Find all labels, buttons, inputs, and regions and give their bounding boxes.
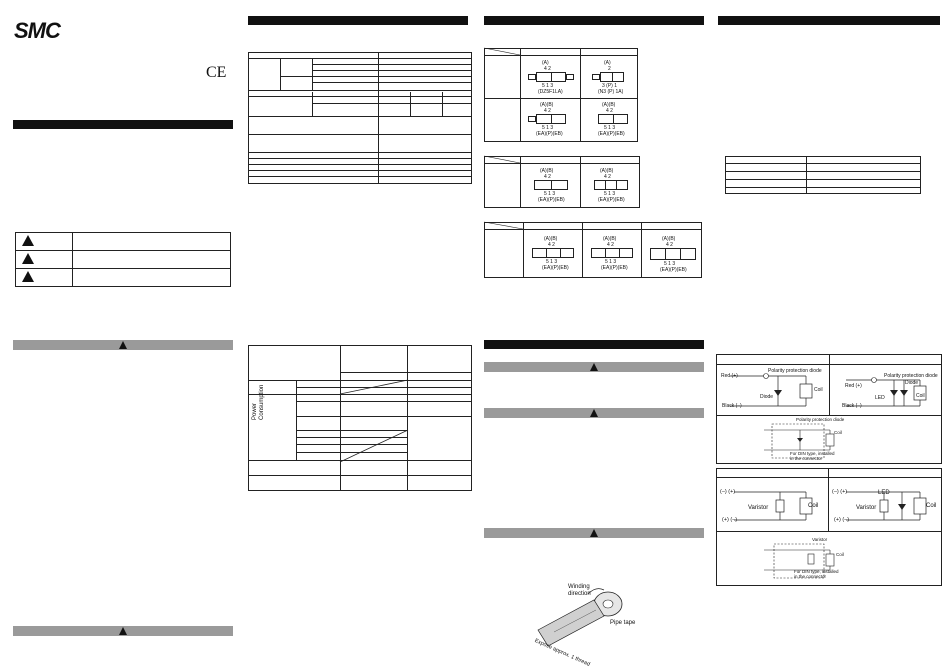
polarity-diode-label-2: Polarity protection diode (884, 373, 938, 379)
symbol-table-2 (484, 156, 640, 208)
specifications-header-bar (248, 16, 468, 25)
din-note-dc: For DIN type, installed in the connector (790, 451, 835, 461)
caution-icon (590, 409, 598, 417)
valve-symbol-f: (A)(B) 4 2 5 1 3 (EA)(P)(EB) (588, 168, 634, 204)
valve-symbol-e: (A)(B) 4 2 5 1 3 (EA)(P)(EB) (528, 168, 574, 204)
ac-circuit-din (764, 543, 835, 579)
ac-circuit-box (716, 468, 942, 586)
valve-symbol-i: (A)(B) 4 2 5 1 3 (EA)(P)(EB) (646, 236, 700, 274)
color-table (725, 156, 921, 194)
spec-table (248, 52, 472, 184)
dc-circuit-din (764, 423, 835, 459)
led-label: LED (875, 395, 885, 401)
warning-icon (590, 529, 598, 537)
winding-direction-label: Winding direction (568, 584, 591, 597)
caution-icon (22, 271, 34, 282)
red-plus-label-2: Red (+) (845, 383, 862, 389)
danger-icon (22, 235, 34, 246)
installation-header-bar (484, 340, 704, 349)
pneumatic-symbols-header-bar (484, 16, 704, 25)
coil-label-3: Coil (834, 430, 842, 435)
pipe-tape-label: Pipe tape (610, 620, 636, 626)
dc-circuit-1 (730, 373, 813, 407)
polarity-diode-label-3: Polarity protection diode (796, 417, 845, 422)
valve-symbol-b: (A) 2 3 (P) 1 (N3 (P) 1A) (592, 60, 632, 96)
black-minus-label: Black (–) (722, 403, 742, 409)
varistor-label-2: Varistor (856, 505, 877, 511)
ac-minus-plus-label-2: (–) (+) (832, 489, 848, 495)
symbol-table-3 (484, 222, 702, 278)
pipe-tape-illustration (537, 588, 623, 647)
coil-label: Coil (814, 387, 823, 393)
ac-circuit-1 (734, 491, 813, 521)
caution-header-bar-2 (484, 408, 704, 418)
caution-header-bar (13, 626, 233, 636)
din-note-ac: For DIN type, installed in the connector (794, 569, 839, 579)
table-diagonals (339, 379, 409, 463)
valve-symbol-h: (A)(B) 4 2 5 1 3 (EA)(P)(EB) (587, 236, 637, 272)
ac-plus-minus-label: (+) (–) (722, 517, 738, 523)
electrical-header-bar (718, 16, 940, 25)
ac-circuit-2 (846, 491, 927, 521)
smc-logo-text: SMC (14, 18, 61, 43)
varistor-label: Varistor (748, 505, 769, 511)
coil-label-4: Coil (836, 552, 844, 557)
valve-symbol-g: (A)(B) 4 2 5 1 3 (EA)(P)(EB) (528, 236, 578, 272)
section-header-bar (13, 120, 233, 129)
varistor-label-3: Varistor (812, 537, 828, 542)
warning-icon (590, 363, 598, 371)
ce-mark: CE (206, 64, 227, 81)
smc-logo: SMC (14, 18, 61, 44)
dc-circuit-2 (846, 377, 927, 407)
ac-coil-label: Coil (808, 503, 819, 509)
warning-header-bar (13, 340, 233, 350)
diode-label-2: Diode (905, 380, 919, 386)
valve-symbol-a: (A) 4 2 5 1 3 (DZ5F1LA) (528, 60, 574, 96)
valve-symbol-c: (A)(B) 4 2 5 1 3 (EA)(P)(EB) (528, 102, 574, 138)
symbol-table-1 (484, 48, 638, 142)
ac-minus-plus-label: (–) (+) (720, 489, 736, 495)
ac-plus-minus-label-2: (+) (–) (834, 517, 850, 523)
valve-symbol-d: (A)(B) 4 2 5 1 3 (EA)(P)(EB) (592, 102, 632, 138)
polarity-diode-label: Polarity protection diode (768, 368, 822, 374)
power-table (248, 345, 472, 491)
red-plus-label: Red (+) (721, 373, 738, 379)
safety-table (15, 232, 231, 287)
warning-icon (119, 341, 127, 349)
ac-coil-label-2: Coil (926, 503, 937, 509)
diode-label: Diode (760, 394, 774, 400)
warning-header-bar-2 (484, 362, 704, 372)
black-minus-label-2: Black (–) (842, 403, 862, 409)
power-consumption-label: Power Consumption (252, 384, 265, 420)
coil-label-2: Coil (916, 393, 925, 399)
ac-led-label: LED (878, 490, 890, 496)
caution-icon (119, 627, 127, 635)
piping-header-bar (484, 528, 704, 538)
warning-icon (22, 253, 34, 264)
